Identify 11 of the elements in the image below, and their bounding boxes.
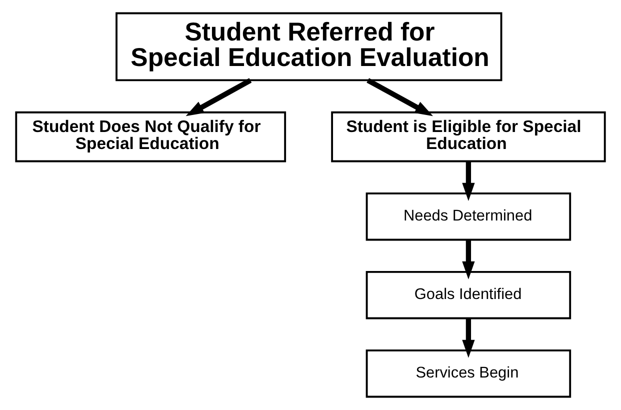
node-box: Student Does Not Qualify for Special Education: [15, 111, 286, 162]
arrow: [462, 161, 475, 201]
arrow: [186, 78, 252, 116]
arrow: [366, 78, 433, 116]
node-box: Student Referred for Special Education Evaluation: [116, 12, 502, 82]
node-box: Student is Eligible for Special Education: [331, 111, 606, 162]
arrow: [462, 318, 475, 358]
arrow: [462, 240, 475, 280]
node-box: Needs Determined: [366, 192, 572, 241]
node-box: Goals Identified: [366, 270, 572, 320]
node-box: Services Begin: [366, 349, 572, 398]
